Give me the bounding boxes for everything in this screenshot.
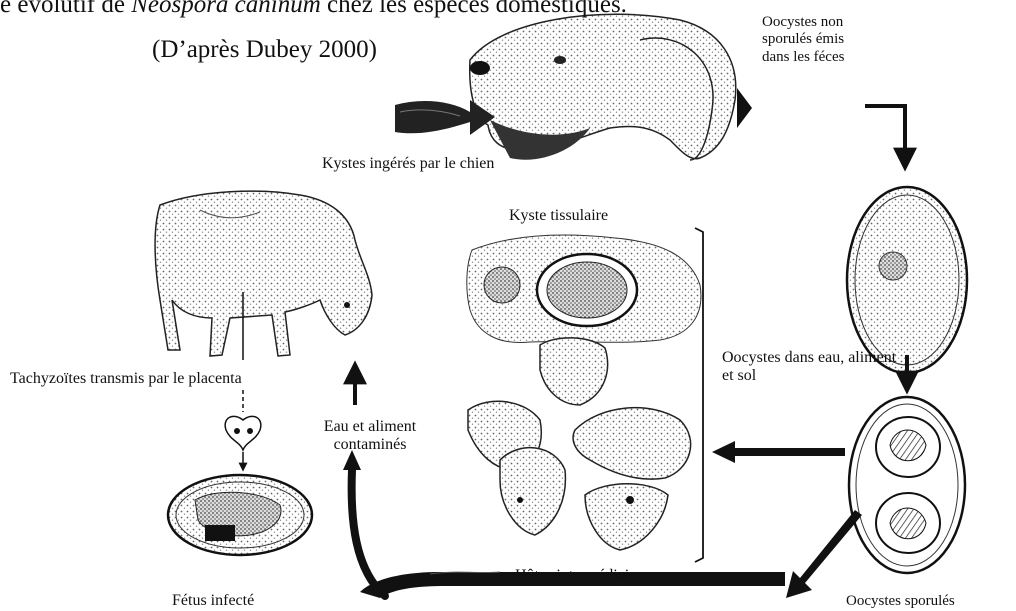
label-oocysts-unsporulated: Oocystes non sporulés émis dans les féce…: [762, 14, 862, 66]
label-infected-fetus: Fétus infecté: [172, 592, 254, 610]
arrow-to-oocyst: [865, 106, 905, 162]
arrow-up-to-water: [352, 470, 385, 596]
label-tissue-cyst: Kyste tissulaire: [509, 207, 608, 225]
label-water-food: Eau et aliment contaminés: [300, 418, 440, 455]
label-tachyzoites: Tachyzoïtes transmis par le placenta: [10, 370, 242, 388]
dog-head-illustration: [470, 14, 736, 160]
arrow-sporulated-down: [786, 510, 862, 598]
label-cysts-ingested: Kystes ingérés par le chien: [322, 155, 494, 173]
source-citation: (D’après Dubey 2000): [152, 36, 377, 65]
label-intermediate-hosts: Hôtes intermédiaires: [515, 567, 648, 585]
tissue-cyst: [467, 235, 701, 342]
cow-illustration: [155, 191, 372, 356]
label-oocysts-sporulated: Oocystes sporulés: [846, 593, 955, 610]
intermediate-hosts-illustration: [468, 338, 691, 550]
infected-fetus-illustration: [168, 475, 312, 555]
sporulated-oocyst: [849, 397, 965, 573]
label-oocysts-water: Oocystes dans eau, aliment et sol: [722, 349, 904, 386]
unsporulated-oocyst: [847, 187, 967, 373]
arrow-out-of-dog: [737, 88, 752, 128]
placenta-figure: [225, 416, 261, 450]
figure-title: e évolutif de Neospora caninum chez les …: [0, 0, 1016, 20]
arrow-to-hosts: [712, 441, 845, 463]
